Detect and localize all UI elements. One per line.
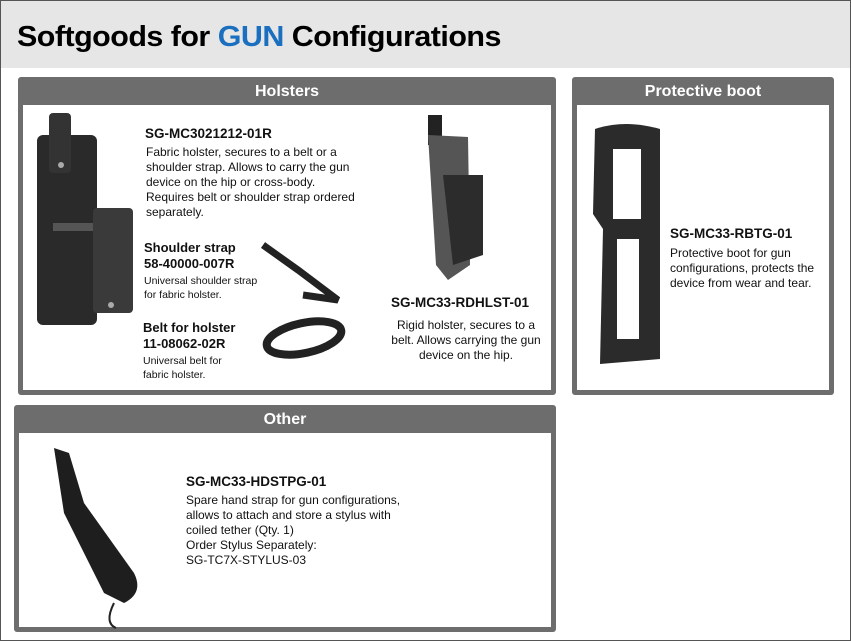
holsters-heading: Holsters bbox=[254, 83, 320, 100]
fabric-holster-image bbox=[37, 113, 133, 325]
strap-desc: Universal shoulder strap for fabric hols… bbox=[144, 275, 258, 301]
holsters-body: SG-MC3021212-01R Fabric holster, secures… bbox=[23, 105, 551, 390]
strap-name: Shoulder strap bbox=[144, 240, 236, 255]
title-prefix: Softgoods for bbox=[17, 21, 218, 53]
strap-code: 58-40000-007R bbox=[144, 256, 235, 271]
belt-name: Belt for holster bbox=[143, 320, 236, 335]
boot-heading: Protective boot bbox=[644, 83, 762, 100]
protective-boot-image bbox=[593, 124, 660, 364]
belt-image bbox=[262, 317, 346, 359]
other-heading: Other bbox=[263, 411, 307, 428]
rigid-holster-desc: Rigid holster, secures to a belt. Allows… bbox=[391, 318, 541, 362]
boot-code: SG-MC33-RBTG-01 bbox=[670, 226, 793, 241]
boot-body: SG-MC33-RBTG-01 Protective boot for gun … bbox=[577, 105, 829, 390]
protective-boot-panel: Protective boot SG-MC33-RBTG-01 Protecti… bbox=[572, 77, 834, 395]
holsters-panel: Holsters SG-MC3021212-01R Fabric holster… bbox=[18, 77, 556, 395]
fabric-holster-desc: Fabric holster, secures to a belt or a s… bbox=[146, 145, 355, 219]
belt-desc: Universal belt for fabric holster. bbox=[143, 355, 222, 381]
belt-code: 11-08062-02R bbox=[143, 336, 226, 351]
rigid-holster-image bbox=[428, 115, 483, 280]
header-bar: Softgoods for GUN Configurations bbox=[1, 1, 850, 68]
hand-strap-code: SG-MC33-HDSTPG-01 bbox=[186, 474, 327, 489]
hand-strap-image bbox=[54, 448, 138, 629]
title-accent: GUN bbox=[217, 21, 285, 53]
order-note: Order Stylus Separately: bbox=[186, 538, 317, 552]
shoulder-strap-image bbox=[260, 242, 341, 304]
stylus-code: SG-TC7X-STYLUS-03 bbox=[186, 553, 307, 567]
hand-strap-desc: Spare hand strap for gun configurations,… bbox=[186, 493, 401, 537]
fabric-holster-code: SG-MC3021212-01R bbox=[145, 126, 272, 141]
page-title: Softgoods for GUN Configurations bbox=[17, 21, 501, 54]
rigid-holster-code: SG-MC33-RDHLST-01 bbox=[391, 295, 530, 310]
other-body: SG-MC33-HDSTPG-01 Spare hand strap for g… bbox=[19, 433, 551, 629]
title-suffix: Configurations bbox=[283, 21, 502, 53]
other-panel: Other SG-MC33-HDSTPG-01 Spare hand strap… bbox=[14, 405, 556, 632]
boot-desc: Protective boot for gun configurations, … bbox=[670, 246, 815, 290]
